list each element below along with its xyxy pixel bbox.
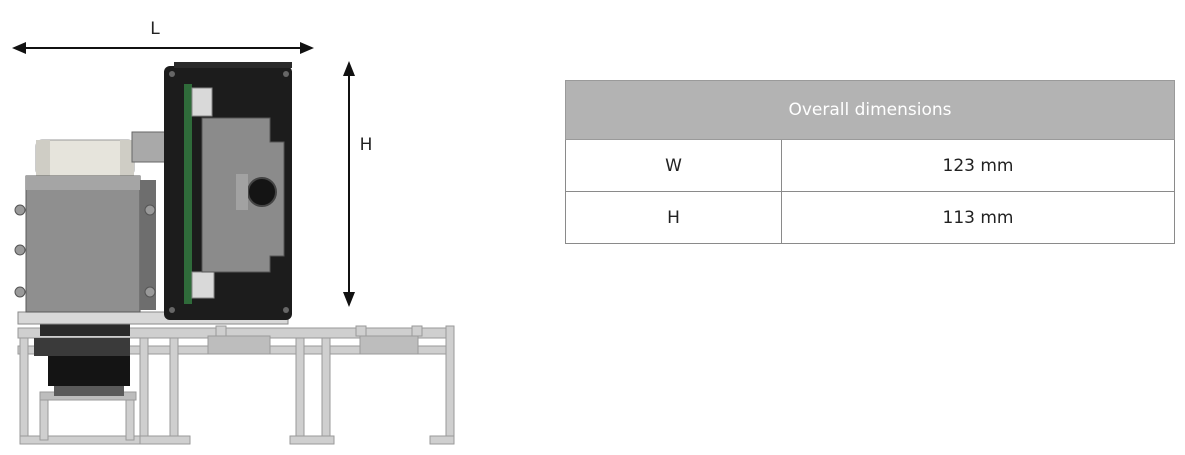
length-dimension-arrow <box>12 42 314 54</box>
dimension-label: W <box>565 139 782 192</box>
motor-cylinder <box>35 139 135 177</box>
overall-dimensions-table: Overall dimensions W 123 mm H 113 mm <box>565 80 1175 244</box>
roller-carriage <box>34 322 130 396</box>
table-row: W 123 mm <box>565 139 1175 192</box>
dimension-value: 113 mm <box>781 191 1175 244</box>
table-header: Overall dimensions <box>565 80 1175 140</box>
dimension-label: H <box>565 191 782 244</box>
table-row: H 113 mm <box>565 191 1175 244</box>
aluminium-profile-rail <box>17 325 455 445</box>
mounting-bracket <box>131 131 167 163</box>
motor-gearbox-block <box>14 175 156 313</box>
dimension-value: 123 mm <box>781 139 1175 192</box>
product-side-view-diagram: L H <box>12 19 455 445</box>
table-header-row: Overall dimensions <box>565 80 1175 140</box>
control-unit-housing <box>164 62 292 320</box>
height-dimension-arrow <box>343 61 355 307</box>
height-label: H <box>360 135 373 155</box>
length-label: L <box>150 19 160 39</box>
